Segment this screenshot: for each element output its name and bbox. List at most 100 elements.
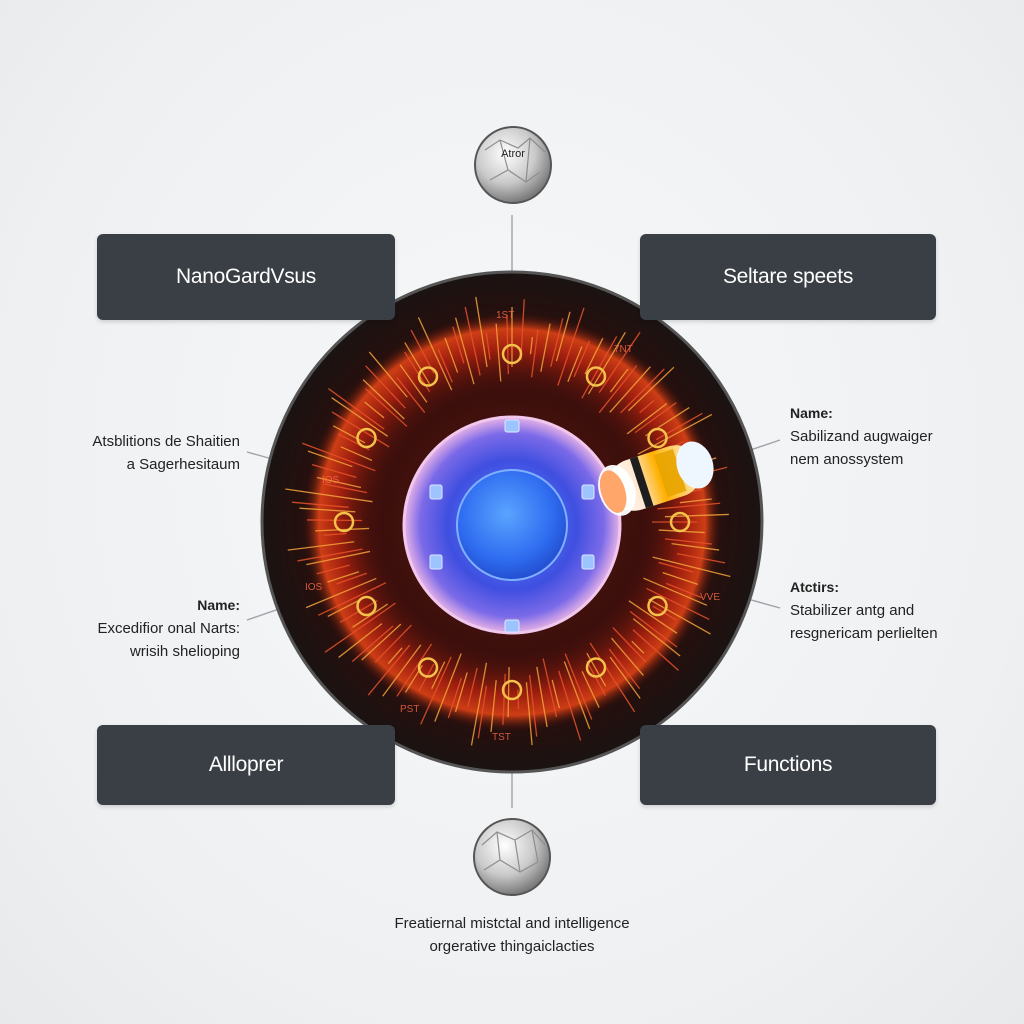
- spike: [657, 502, 721, 510]
- spike: [316, 564, 350, 575]
- spike: [664, 513, 729, 518]
- spike: [475, 296, 488, 368]
- spike: [540, 323, 551, 372]
- spike: [584, 337, 604, 375]
- left-upper-line1: Atsblitions de Shaitien: [92, 433, 240, 450]
- spike: [609, 368, 629, 393]
- spike: [318, 582, 387, 616]
- ring-node: [585, 366, 607, 387]
- spike: [299, 507, 356, 513]
- spike: [327, 571, 360, 583]
- ring-node: [417, 657, 439, 678]
- spike: [336, 572, 367, 585]
- core: [456, 469, 568, 581]
- spike: [305, 577, 377, 609]
- spike: [417, 317, 453, 391]
- spike: [528, 674, 538, 737]
- spike: [587, 331, 626, 395]
- left-upper-line2: a Sagerhesitaum: [126, 456, 240, 473]
- halo-marker: [504, 619, 520, 633]
- spike: [364, 401, 385, 419]
- ring-node: [501, 343, 523, 365]
- spike: [382, 644, 422, 697]
- spike: [331, 397, 389, 437]
- right-lower-label: Atctirs: Stabilizer antg and resgnericam…: [790, 576, 990, 645]
- spike: [658, 561, 694, 573]
- spike: [316, 476, 362, 489]
- left-lower-title: Name:: [197, 597, 240, 613]
- left-lower-label: Name: Excedifior onal Narts: wrisih shel…: [40, 594, 240, 663]
- spike: [327, 388, 385, 430]
- spike: [374, 624, 412, 663]
- spike: [470, 662, 488, 746]
- spike: [396, 376, 426, 413]
- spike: [362, 379, 405, 420]
- ring-mark-bottom-left: PST: [400, 704, 419, 715]
- spike: [477, 685, 488, 739]
- spike: [679, 498, 712, 504]
- ring-node: [501, 679, 523, 701]
- spike: [434, 653, 462, 722]
- spike: [581, 671, 600, 708]
- spike: [542, 658, 558, 718]
- right-upper-line2: nem anossystem: [790, 451, 904, 468]
- box-bottom-left: Allloprer: [97, 725, 395, 805]
- spike: [467, 667, 478, 707]
- spike: [563, 661, 591, 730]
- spike: [431, 661, 446, 689]
- ring-mark-bottom: TST: [492, 732, 511, 743]
- spike: [665, 582, 702, 599]
- spike: [632, 618, 681, 657]
- spike: [598, 331, 641, 394]
- spike: [643, 577, 708, 606]
- halo-marker: [429, 554, 443, 570]
- spike: [608, 648, 641, 690]
- box-bottom-right-label: Functions: [743, 753, 833, 776]
- spike: [396, 643, 433, 697]
- spike: [447, 677, 462, 719]
- spike: [620, 368, 665, 414]
- spike: [530, 329, 539, 378]
- spike: [302, 442, 376, 472]
- spike: [567, 346, 583, 382]
- spike: [586, 660, 606, 696]
- spike: [525, 682, 533, 746]
- spike: [558, 670, 582, 741]
- box-top-left: NanoGardVsus: [97, 234, 395, 320]
- spike: [652, 556, 731, 578]
- spike: [627, 366, 675, 412]
- halo-marker: [581, 484, 595, 500]
- spike: [609, 366, 651, 413]
- spike: [297, 548, 363, 562]
- spike: [365, 365, 406, 409]
- spike: [611, 637, 644, 676]
- spike: [285, 488, 373, 503]
- caption-line2: orgerative thingaiclacties: [429, 938, 595, 955]
- spike: [551, 679, 560, 709]
- spike: [637, 413, 713, 455]
- spike: [665, 538, 712, 545]
- halo-marker: [581, 554, 595, 570]
- spike: [404, 342, 430, 385]
- spike: [485, 332, 491, 360]
- spike: [454, 672, 468, 712]
- spike: [367, 644, 411, 696]
- spike: [437, 348, 453, 383]
- ring-node: [647, 427, 668, 449]
- spike: [555, 311, 571, 362]
- ring-nodes: [333, 343, 691, 701]
- ring-node: [333, 511, 355, 533]
- spike: [557, 307, 585, 386]
- spike: [387, 647, 403, 665]
- ring-node: [647, 595, 668, 617]
- spike: [586, 652, 607, 687]
- spike: [502, 673, 506, 725]
- spike: [338, 623, 383, 658]
- spike: [612, 627, 647, 663]
- spike: [626, 402, 668, 435]
- spike: [507, 666, 510, 717]
- left-lower-line1: Excedifior onal Narts:: [97, 620, 240, 637]
- ring-node: [356, 427, 377, 449]
- spike: [307, 450, 353, 468]
- spike: [490, 680, 497, 733]
